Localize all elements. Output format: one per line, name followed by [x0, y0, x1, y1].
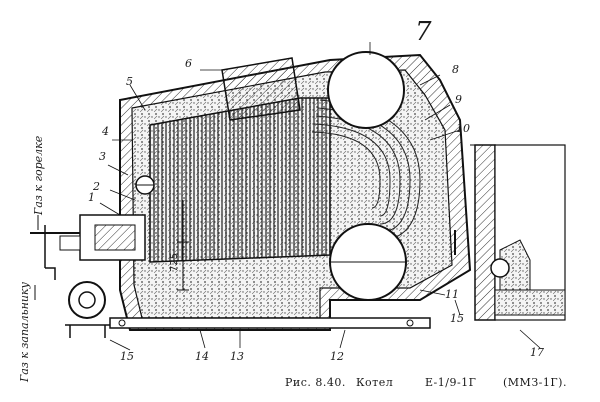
caption-name: Котел — [356, 376, 393, 389]
boiler-body — [119, 51, 472, 331]
label-14: 14 — [195, 350, 209, 363]
label-9: 9 — [455, 93, 462, 106]
number-labels: 7 6 5 4 3 2 1 8 9 10 11 15 17 12 13 14 1… — [88, 17, 544, 363]
right-base — [494, 289, 566, 316]
label-4: 4 — [101, 125, 109, 138]
figure-caption: Рис. 8.40. Котел Е-1/9-1Г (ММЗ-1Г). — [285, 376, 567, 389]
base-beam — [109, 317, 431, 329]
label-10: 10 — [456, 122, 470, 135]
burner-assembly — [30, 214, 146, 338]
label-12: 12 — [330, 350, 344, 363]
label-8: 8 — [452, 63, 459, 76]
label-11: 11 — [445, 288, 459, 301]
right-section — [470, 144, 566, 321]
dimension-725: 725 — [169, 253, 180, 272]
tube-bank — [149, 97, 331, 263]
caption-code: (ММЗ-1Г). — [503, 376, 567, 389]
upper-drum — [327, 51, 405, 129]
label-2: 2 — [92, 180, 100, 193]
label-1: 1 — [88, 191, 95, 204]
top-hatch — [221, 57, 301, 121]
right-drum-section — [490, 258, 510, 278]
label-5: 5 — [126, 75, 133, 88]
caption-fig: Рис. 8.40. — [285, 376, 346, 389]
label-6: 6 — [185, 57, 192, 70]
caption-model: Е-1/9-1Г — [425, 376, 476, 389]
label-15-left: 15 — [120, 350, 134, 363]
label-13: 13 — [230, 350, 244, 363]
gas-to-igniter-label: Газ к запальнику — [18, 282, 31, 383]
base-frame — [109, 317, 431, 329]
gas-to-burner-label: Газ к горелке — [32, 135, 45, 216]
label-3: 3 — [99, 150, 106, 163]
right-lining — [474, 144, 496, 321]
label-15-right: 15 — [450, 312, 464, 325]
label-17: 17 — [530, 346, 544, 359]
label-7: 7 — [415, 17, 432, 47]
leader-lines — [99, 42, 541, 351]
